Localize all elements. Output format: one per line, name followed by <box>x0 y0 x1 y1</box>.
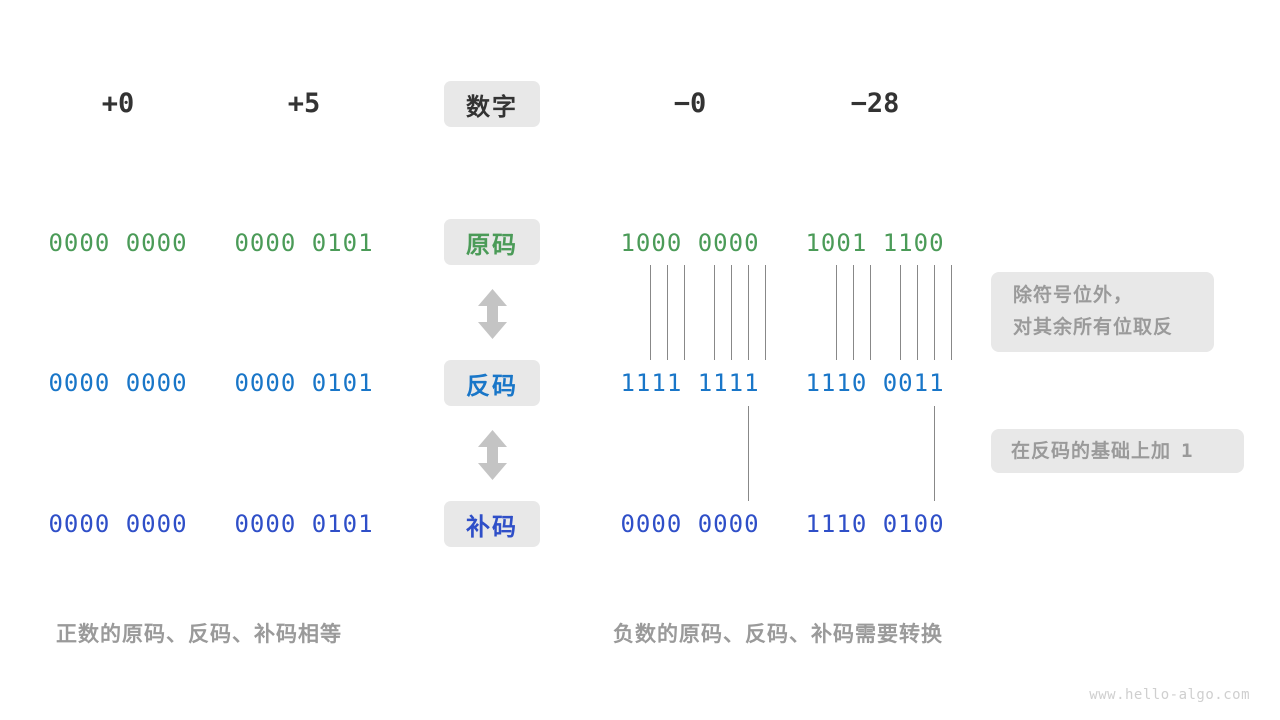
connector-line-minuszero-bit2 <box>650 265 651 360</box>
watermark: www.hello-algo.com <box>1089 687 1250 703</box>
row-label-buma: 补码 <box>444 501 540 547</box>
cell-fanma-minus-zero: 1111 1111 <box>620 369 760 397</box>
column-header-minus-zero: −0 <box>673 88 707 119</box>
note-add-one-line: 在反码的基础上加 1 <box>1011 435 1224 468</box>
connector-line-minuszero-bit3 <box>667 265 668 360</box>
cell-fanma-plus-five: 0000 0101 <box>234 369 374 397</box>
note-invert-bits: 除符号位外， 对其余所有位取反 <box>991 272 1214 352</box>
cell-buma-minus-28: 1110 0100 <box>805 510 945 538</box>
connector-line-minuszero-bit8 <box>765 265 766 360</box>
caption-positive: 正数的原码、反码、补码相等 <box>56 623 342 646</box>
connector-line-minus28-bit3 <box>853 265 854 360</box>
row-label-yuanma: 原码 <box>444 219 540 265</box>
row-label-fanma: 反码 <box>444 360 540 406</box>
note-add-one-text: 在反码的基础上加 <box>1011 440 1172 462</box>
connector-line-minus28-bit4 <box>870 265 871 360</box>
connector-line-minuszero-bit6 <box>731 265 732 360</box>
note-add-one-value: 1 <box>1181 439 1194 462</box>
cell-fanma-minus-28: 1110 0011 <box>805 369 945 397</box>
connector-line-minuszero-bit4 <box>684 265 685 360</box>
cell-buma-plus-zero: 0000 0000 <box>48 510 188 538</box>
cell-yuanma-minus-zero: 1000 0000 <box>620 229 760 257</box>
note-invert-line2: 对其余所有位取反 <box>1013 317 1174 338</box>
connector-line-minus28-bit6 <box>917 265 918 360</box>
connector-line-minus28-bit7 <box>934 265 935 360</box>
column-header-minus-28: −28 <box>850 88 900 119</box>
cell-yuanma-plus-zero: 0000 0000 <box>48 229 188 257</box>
column-header-plus-five: +5 <box>287 88 321 119</box>
double-arrow-vertical-icon-yuan-fan <box>476 289 509 344</box>
cell-buma-minus-zero: 0000 0000 <box>620 510 760 538</box>
cell-yuanma-minus-28: 1001 1100 <box>805 229 945 257</box>
cell-buma-plus-five: 0000 0101 <box>234 510 374 538</box>
column-header-plus-zero: +0 <box>101 88 135 119</box>
connector-line-carry-minuszero <box>748 406 749 501</box>
cell-yuanma-plus-five: 0000 0101 <box>234 229 374 257</box>
header-chip-number: 数字 <box>444 81 540 127</box>
double-arrow-vertical-icon-fan-bu <box>476 430 509 485</box>
connector-line-minuszero-bit5 <box>714 265 715 360</box>
connector-line-minus28-bit8 <box>951 265 952 360</box>
connector-line-minus28-bit2 <box>836 265 837 360</box>
cell-fanma-plus-zero: 0000 0000 <box>48 369 188 397</box>
connector-line-minuszero-bit7 <box>748 265 749 360</box>
connector-line-minus28-bit5 <box>900 265 901 360</box>
note-add-one: 在反码的基础上加 1 <box>991 429 1244 473</box>
connector-line-carry-minus28 <box>934 406 935 501</box>
note-invert-line1: 除符号位外， <box>1013 285 1134 306</box>
caption-negative: 负数的原码、反码、补码需要转换 <box>613 623 943 646</box>
